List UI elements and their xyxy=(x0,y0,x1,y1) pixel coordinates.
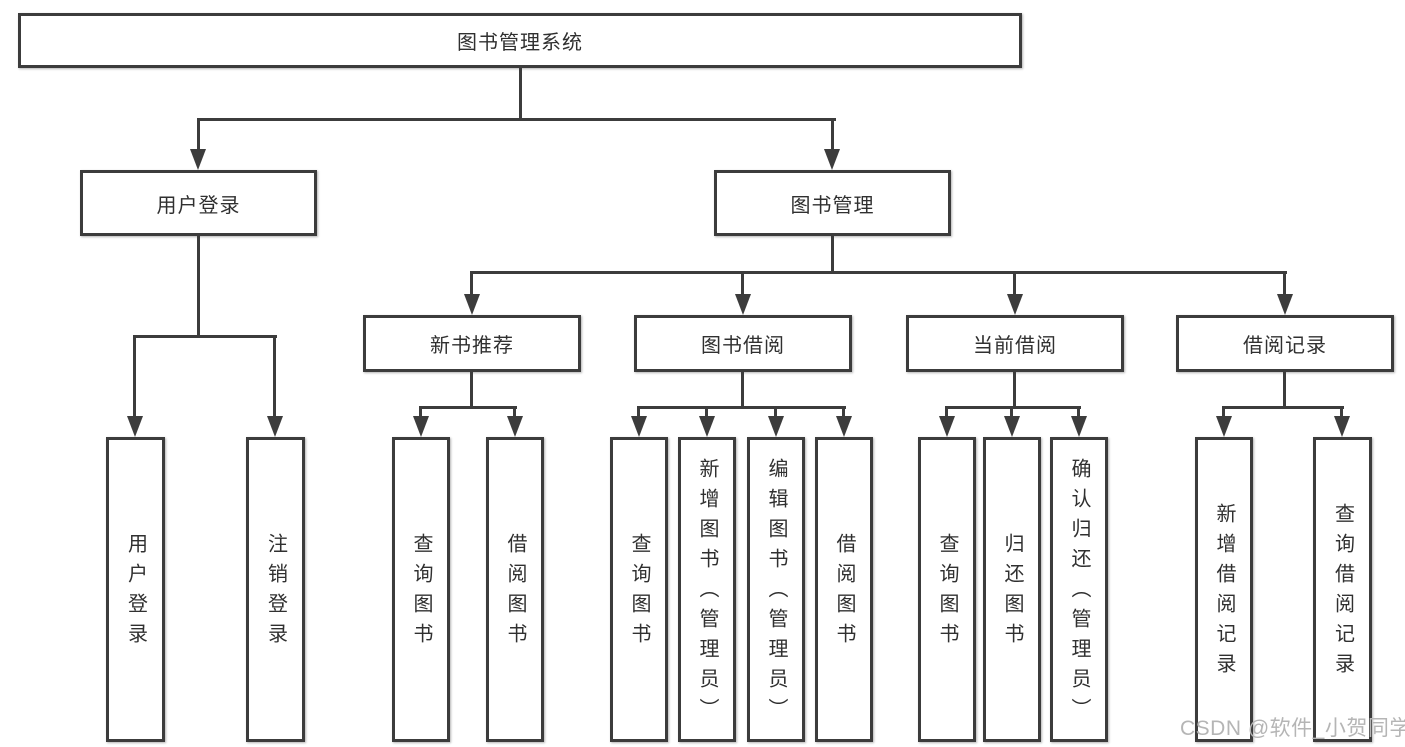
node-current-borrow: 当前借阅 xyxy=(906,315,1124,372)
connector-cb-stem xyxy=(1013,372,1016,409)
connector-root-stem xyxy=(519,68,522,121)
leaf-borrow-add-admin: 新增图书（管理员） xyxy=(678,437,736,742)
arrow-down-icon xyxy=(464,294,480,315)
connector-bb-drop-1 xyxy=(637,406,640,418)
connector-bb-drop-3 xyxy=(774,406,777,418)
arrow-down-icon xyxy=(1334,416,1350,437)
node-root: 图书管理系统 xyxy=(18,13,1022,68)
connector-nb-drop-2 xyxy=(513,406,516,418)
connector-br-rail xyxy=(1222,406,1344,409)
arrow-down-icon xyxy=(1007,294,1023,315)
arrow-down-icon xyxy=(1071,416,1087,437)
node-book-management: 图书管理 xyxy=(714,170,951,236)
connector-nb-rail xyxy=(419,406,517,409)
leaf-logout: 注销登录 xyxy=(246,437,305,742)
arrow-down-icon xyxy=(631,416,647,437)
connector-cb-rail xyxy=(945,406,1081,409)
arrow-down-icon xyxy=(768,416,784,437)
arrow-down-icon xyxy=(1004,416,1020,437)
leaf-newbooks-borrow: 借阅图书 xyxy=(486,437,544,742)
leaf-newbooks-query: 查询图书 xyxy=(392,437,450,742)
connector-mgmt-stem xyxy=(831,236,834,274)
connector-mgmt-drop-2 xyxy=(741,271,744,296)
arrow-down-icon xyxy=(1277,294,1293,315)
connector-br-stem xyxy=(1283,372,1286,409)
leaf-current-return: 归还图书 xyxy=(983,437,1041,742)
arrow-down-icon xyxy=(190,149,206,170)
connector-login-rail xyxy=(133,335,277,338)
node-borrow-records: 借阅记录 xyxy=(1176,315,1394,372)
connector-login-drop-1 xyxy=(133,335,136,417)
arrow-down-icon xyxy=(127,416,143,437)
leaf-borrow-query: 查询图书 xyxy=(610,437,668,742)
connector-bb-rail xyxy=(637,406,846,409)
connector-login-drop-2 xyxy=(273,335,276,417)
leaf-borrow-borrow: 借阅图书 xyxy=(815,437,873,742)
connector-mgmt-drop-4 xyxy=(1283,271,1286,296)
connector-bb-drop-4 xyxy=(842,406,845,418)
arrow-down-icon xyxy=(836,416,852,437)
leaf-current-confirm-admin: 确认归还（管理员） xyxy=(1050,437,1108,742)
node-book-borrow: 图书借阅 xyxy=(634,315,852,372)
connector-bb-drop-2 xyxy=(705,406,708,418)
connector-root-rail xyxy=(197,118,836,121)
watermark: CSDN @软件_小贺同学 xyxy=(1180,717,1405,740)
leaf-user-login: 用户登录 xyxy=(106,437,165,742)
connector-nb-stem xyxy=(470,372,473,409)
connector-mgmt-drop-3 xyxy=(1013,271,1016,296)
connector-root-drop-right xyxy=(831,118,834,150)
connector-mgmt-drop-1 xyxy=(470,271,473,296)
connector-nb-drop-1 xyxy=(419,406,422,418)
leaf-borrow-edit-admin: 编辑图书（管理员） xyxy=(747,437,805,742)
connector-bb-stem xyxy=(741,372,744,409)
arrow-down-icon xyxy=(267,416,283,437)
arrow-down-icon xyxy=(939,416,955,437)
leaf-records-query: 查询借阅记录 xyxy=(1313,437,1372,742)
connector-cb-drop-1 xyxy=(945,406,948,418)
node-user-login: 用户登录 xyxy=(80,170,317,236)
connector-root-drop-left xyxy=(197,118,200,150)
connector-br-drop-1 xyxy=(1222,406,1225,418)
leaf-records-add: 新增借阅记录 xyxy=(1195,437,1253,742)
arrow-down-icon xyxy=(1216,416,1232,437)
arrow-down-icon xyxy=(699,416,715,437)
connector-mgmt-rail xyxy=(470,271,1287,274)
connector-cb-drop-2 xyxy=(1010,406,1013,418)
arrow-down-icon xyxy=(507,416,523,437)
connector-cb-drop-3 xyxy=(1077,406,1080,418)
connector-br-drop-2 xyxy=(1340,406,1343,418)
arrow-down-icon xyxy=(735,294,751,315)
arrow-down-icon xyxy=(824,149,840,170)
arrow-down-icon xyxy=(413,416,429,437)
node-new-book-recommend: 新书推荐 xyxy=(363,315,581,372)
connector-login-stem xyxy=(197,236,200,338)
leaf-current-query: 查询图书 xyxy=(918,437,976,742)
